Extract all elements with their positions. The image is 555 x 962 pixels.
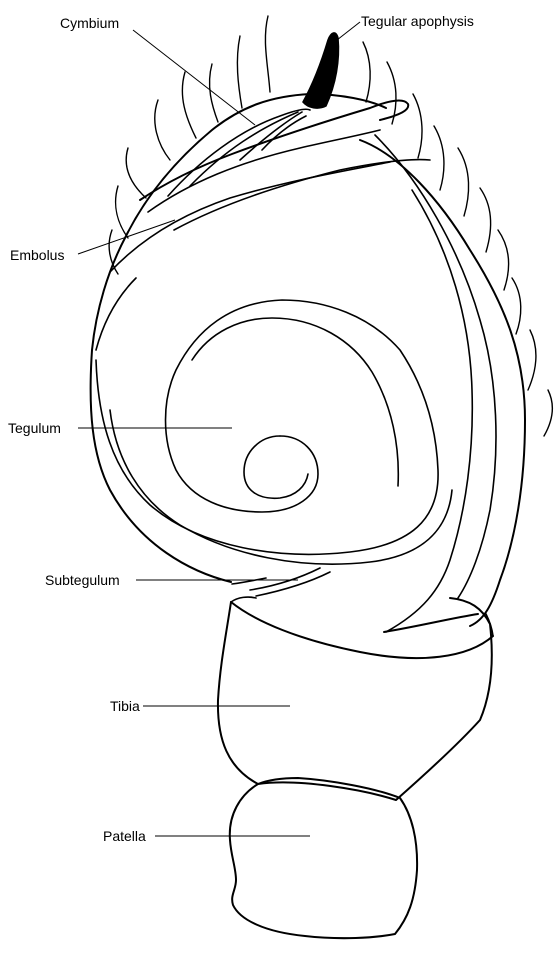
tibia-outline <box>218 598 492 800</box>
label-tegular-apophysis: Tegular apophysis <box>361 13 474 29</box>
label-cymbium: Cymbium <box>60 15 119 31</box>
cymbium-outline <box>91 94 386 582</box>
label-embolus: Embolus <box>10 247 64 263</box>
bulb-right-contour <box>360 140 525 626</box>
label-tegulum: Tegulum <box>8 420 61 436</box>
tibia-joint <box>231 597 256 602</box>
patella-outline <box>230 778 417 938</box>
label-tibia: Tibia <box>110 698 140 714</box>
leader-cymbium <box>133 30 255 125</box>
leader-embolus <box>78 220 175 254</box>
leader-tegular-apophysis <box>337 22 360 40</box>
label-patella: Patella <box>103 828 146 844</box>
tegulum-spiral <box>96 300 438 554</box>
tibia-rim <box>231 602 493 658</box>
label-subtegulum: Subtegulum <box>45 572 120 588</box>
tegular-apophysis-shape <box>303 33 339 108</box>
